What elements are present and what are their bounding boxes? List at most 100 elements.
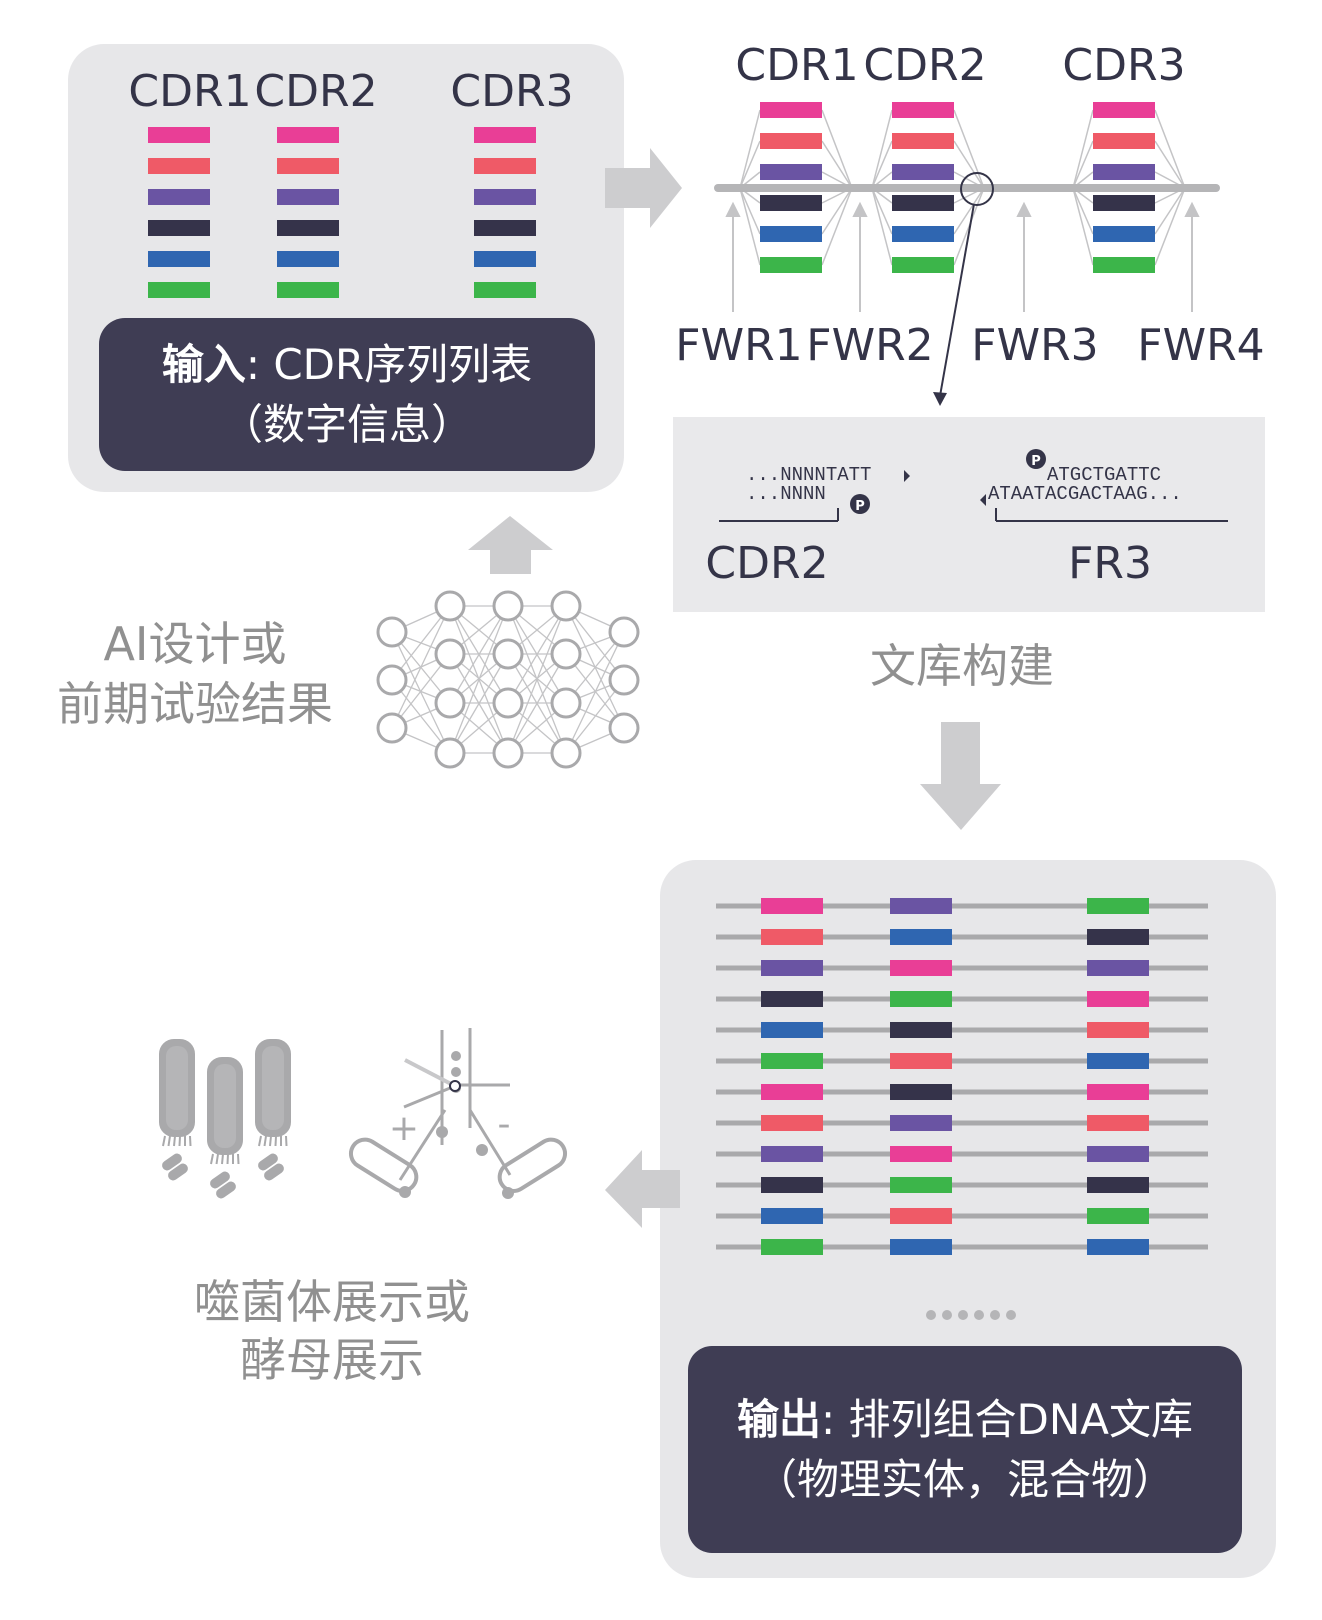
neural-node — [492, 590, 524, 622]
input-panel: CDR1 CDR2 CDR3 — [68, 44, 624, 492]
input-cdr3-bar-purple — [474, 189, 536, 205]
input-cdr1-bar-navy — [148, 220, 210, 236]
output-panel — [660, 860, 1276, 1578]
phosphate-right-label: P — [1031, 454, 1041, 469]
connector-line — [739, 187, 761, 235]
positive-charge-label: + — [389, 1108, 419, 1149]
fwr-pointer-arrows — [725, 201, 1200, 312]
library-row-bar-navy — [1087, 929, 1149, 945]
junction-pointer-arrowhead-icon — [933, 392, 947, 406]
cdr2-strand-end-icon — [904, 470, 910, 482]
output-title: 输出: 排列组合DNA文库 （物理实体，混合物） — [688, 1346, 1242, 1553]
cdr2-bottom-strand: ...NNNN — [746, 483, 826, 505]
cell-fringe — [162, 1135, 166, 1147]
neural-connection — [391, 631, 451, 754]
neural-network-icon — [376, 590, 640, 769]
fr3-strand-end-icon — [980, 494, 986, 506]
antibody-cdr3-bar-coral — [1093, 133, 1155, 149]
connector-line — [821, 109, 853, 189]
neural-connection — [565, 679, 625, 754]
neural-node — [434, 687, 466, 719]
input-cdr3-bar-coral — [474, 158, 536, 174]
connector-line — [1072, 187, 1094, 266]
neural-node — [550, 638, 582, 670]
neural-connection — [391, 653, 451, 729]
cell-inner-icon — [166, 1046, 188, 1130]
particle-icon — [162, 1153, 182, 1171]
cell-fringe — [263, 1135, 267, 1147]
library-row-bar-green — [761, 1239, 823, 1255]
fwr2-label: FWR2 — [806, 320, 933, 371]
connector-line — [1154, 109, 1186, 189]
neural-node — [434, 737, 466, 769]
library-row-bar-purple — [890, 1115, 952, 1131]
neural-node — [492, 687, 524, 719]
antibody-cdr2-bar-green — [892, 257, 954, 273]
particle-icon — [216, 1181, 236, 1199]
connector-line — [821, 187, 853, 235]
input-title-rest: : CDR序列列表 — [245, 339, 533, 389]
cell-fringe — [189, 1135, 192, 1147]
connector-line — [871, 187, 893, 266]
antibody-cdr2-bar-blue — [892, 226, 954, 242]
library-row-bar-navy — [890, 1022, 952, 1038]
phosphate-right-icon — [1026, 449, 1046, 469]
connector-line — [953, 140, 985, 189]
input-cdr2-bar-magenta — [277, 127, 339, 143]
neural-node — [550, 737, 582, 769]
cell-fringe — [221, 1153, 224, 1165]
input-cdr2-bar-green — [277, 282, 339, 298]
antibody-cdr1-bar-navy — [760, 195, 822, 211]
library-row-bar-green — [1087, 898, 1149, 914]
neural-node — [434, 638, 466, 670]
antibody-cdr3-bar-blue — [1093, 226, 1155, 242]
antibody-cdr1-bar-magenta — [760, 102, 822, 118]
negative-charge-label: - — [498, 1104, 511, 1145]
fr3-top-strand: ATGCTGATTC — [1047, 464, 1161, 486]
input-cdr2-bar-purple — [277, 189, 339, 205]
more-rows-ellipsis-icon — [926, 1310, 1016, 1320]
antibody-cdr3-bar-navy — [1093, 195, 1155, 211]
neural-node — [376, 712, 408, 744]
detail-fr3-label: FR3 — [1068, 538, 1152, 589]
library-row-bar-magenta — [761, 898, 823, 914]
library-row-bar-purple — [890, 898, 952, 914]
antibody-cdr3-bar-purple — [1093, 164, 1155, 180]
connector-line — [871, 187, 893, 235]
library-row-bar-purple — [1087, 960, 1149, 976]
fwr1-label: FWR1 — [675, 320, 802, 371]
laser-intersection-icon — [449, 1080, 461, 1092]
library-row-bar-blue — [890, 929, 952, 945]
connector-line — [821, 187, 853, 266]
output-title-rest: : 排列组合DNA文库 — [821, 1394, 1193, 1444]
connector-line — [1072, 109, 1094, 189]
connector-line — [821, 140, 853, 189]
connector-line — [1154, 140, 1186, 189]
left-arrow-icon — [605, 1150, 680, 1228]
connector-line — [871, 140, 893, 189]
library-row-bar-coral — [1087, 1115, 1149, 1131]
ai-label-line1: AI设计或 — [103, 617, 286, 671]
antibody-cdr1-bar-purple — [760, 164, 822, 180]
input-cdr3-label: CDR3 — [450, 66, 573, 117]
input-cdr1-label: CDR1 — [128, 66, 251, 117]
fwr3-label: FWR3 — [971, 320, 1098, 371]
library-row-bar-navy — [761, 991, 823, 1007]
library-row-bar-magenta — [890, 1146, 952, 1162]
library-row-bar-green — [1087, 1208, 1149, 1224]
phosphate-left-icon — [850, 494, 870, 514]
neural-node — [492, 638, 524, 670]
library-row-bar-green — [890, 1177, 952, 1193]
neural-node — [492, 737, 524, 769]
particle-icon — [168, 1163, 188, 1181]
library-row-bar-navy — [890, 1084, 952, 1100]
cell-fringe — [285, 1135, 288, 1147]
library-construction-label: 文库构建 — [870, 639, 1054, 693]
ai-label-line2: 前期试验结果 — [57, 677, 333, 731]
neural-connection — [507, 605, 567, 704]
antibody-cdr2-label: CDR2 — [863, 40, 986, 91]
library-row-bar-purple — [761, 960, 823, 976]
antibody-cdr1-label: CDR1 — [735, 40, 858, 91]
input-cdr1-bar-blue — [148, 251, 210, 267]
library-row-bar-coral — [761, 1115, 823, 1131]
